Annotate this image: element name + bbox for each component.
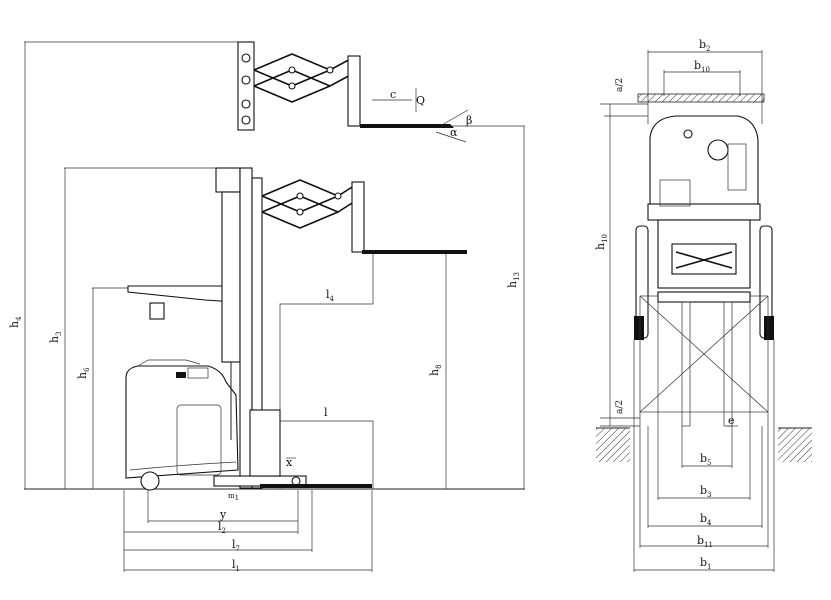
label-alpha: α [450, 126, 458, 139]
label-h6: h6 [76, 367, 91, 379]
label-x: x [286, 456, 293, 469]
fork-bar [657, 291, 751, 303]
label-y: y [219, 508, 227, 521]
wheel-right [764, 316, 774, 340]
mast-head [215, 167, 241, 193]
floor-hatch-right [778, 428, 812, 462]
fork-carriage-top [347, 55, 361, 127]
label-beta: β [466, 114, 472, 127]
control-handle [727, 143, 747, 191]
mast-outer [221, 191, 241, 363]
scissor-reach-top [237, 41, 454, 131]
floor-hatch-left [596, 428, 630, 462]
fork-left [681, 301, 691, 427]
front-view [596, 50, 812, 572]
forks-middle [362, 250, 467, 254]
label-l1: l1 [232, 558, 240, 573]
label-b3: b3 [700, 484, 712, 499]
carriage-front [671, 243, 737, 275]
label-e: e [728, 414, 735, 427]
label-h13: h13 [506, 272, 521, 288]
load-diag-2 [639, 295, 769, 413]
display-screen [149, 302, 165, 320]
label-a2-top: a/2 [615, 78, 625, 92]
scissor-reach-middle [261, 179, 467, 254]
dim-line-l4 [279, 252, 374, 489]
carriage-cross [675, 251, 733, 269]
drive-wheel [140, 471, 160, 491]
dashboard [187, 367, 209, 379]
truck-body [125, 365, 239, 479]
label-l4: l4 [326, 288, 335, 303]
side-view-labels: h4 h3 h6 h13 h8 l4 l c Q β α x m1 y l2 l… [8, 88, 521, 573]
battery-panel [176, 404, 222, 476]
forks-top-tilted [360, 124, 454, 128]
forks-lowered [260, 484, 372, 488]
truck-front-body [649, 115, 759, 209]
label-q: Q [416, 94, 425, 107]
label-h8: h8 [428, 364, 443, 376]
overhead-guard [127, 285, 238, 303]
load-wheel [291, 476, 301, 486]
label-l7: l7 [232, 538, 240, 553]
tilt-line-beta [439, 109, 469, 127]
label-h4: h4 [8, 316, 23, 328]
label-b11: b11 [697, 534, 713, 549]
label-l: l [324, 406, 328, 419]
label-m1: m1 [228, 492, 239, 502]
label-h3: h3 [48, 331, 63, 343]
fork-carriage-middle [351, 181, 365, 253]
label-b10: b10 [694, 59, 710, 74]
carriage-lower [249, 409, 281, 477]
label-b2: b2 [699, 38, 711, 53]
dim-line-l [280, 420, 374, 489]
front-panel-left [659, 179, 691, 207]
tilt-line-alpha [435, 131, 467, 143]
truck-front-frame [647, 203, 761, 221]
wheel-left [634, 316, 644, 340]
label-c: c [390, 88, 396, 101]
side-view [24, 41, 525, 572]
steering-hub [707, 139, 729, 161]
label-h10: h10 [594, 234, 609, 250]
label-b1: b1 [700, 556, 712, 571]
seat-detail [176, 372, 186, 378]
body-curve [129, 461, 237, 471]
label-l2: l2 [218, 520, 226, 535]
label-a2-bottom: a/2 [615, 400, 625, 414]
light-detail [683, 129, 693, 139]
truck-body-top [137, 359, 201, 367]
label-b5: b5 [700, 452, 712, 467]
mast-rail [251, 177, 263, 489]
ceiling-hatch [637, 93, 765, 103]
fork-right [723, 301, 733, 427]
label-b4: b4 [700, 512, 712, 527]
front-view-labels: b2 b10 a/2 h10 a/2 e b5 b3 b4 b11 b1 [594, 38, 735, 571]
